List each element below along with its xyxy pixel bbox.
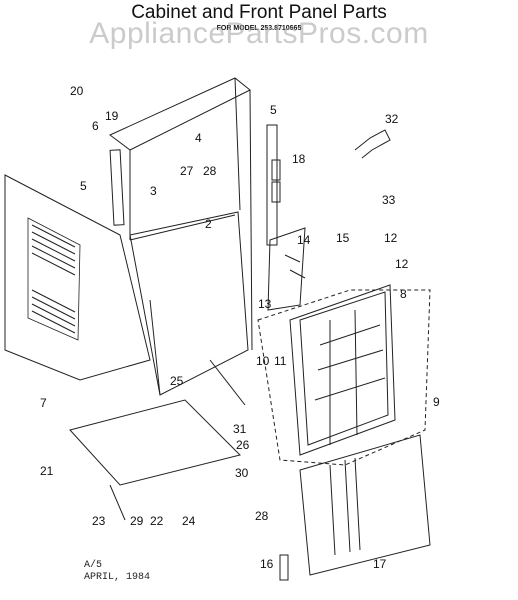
- cabinet-side-panel: [4, 174, 151, 381]
- callout-13: 13: [258, 297, 272, 311]
- callout-17: 17: [373, 557, 387, 571]
- callout-21: 21: [40, 464, 54, 478]
- front-panel-frame: [257, 284, 431, 466]
- side-rail: [109, 124, 281, 246]
- callout-14: 14: [297, 233, 311, 247]
- callout-24: 24: [182, 514, 196, 528]
- callout-11: 11: [274, 354, 287, 368]
- base-pan: [69, 359, 246, 521]
- callout-20: 20: [70, 84, 84, 98]
- callout-31: 31: [233, 422, 247, 436]
- callout-25: 25: [170, 374, 184, 388]
- callout-5-left: 5: [80, 179, 87, 193]
- callout-22: 22: [150, 514, 164, 528]
- callout-28-top: 28: [203, 164, 217, 178]
- callout-26: 26: [236, 438, 250, 452]
- callout-23: 23: [92, 514, 106, 528]
- callout-16: 16: [260, 557, 274, 571]
- grille-panel: [299, 434, 431, 576]
- callout-3: 3: [150, 184, 157, 198]
- callout-30: 30: [235, 466, 249, 480]
- footer-date: APRIL, 1984: [84, 572, 151, 583]
- callout-4: 4: [195, 131, 202, 145]
- callout-7: 7: [40, 396, 47, 410]
- callout-8: 8: [400, 287, 407, 301]
- callout-32: 32: [385, 112, 399, 126]
- callout-12-bottom: 12: [395, 257, 409, 271]
- callout-9: 9: [433, 395, 440, 409]
- bracket-32: [354, 129, 391, 159]
- callout-29: 29: [130, 514, 144, 528]
- part-16: [279, 554, 289, 581]
- louver-parts: [267, 227, 306, 311]
- callout-18: 18: [292, 152, 306, 166]
- callout-15: 15: [336, 231, 350, 245]
- callout-2: 2: [205, 217, 212, 231]
- footer-page: A/5: [84, 560, 103, 571]
- model-line: FOR MODEL 253.8710665: [216, 25, 302, 32]
- callout-10: 10: [256, 354, 270, 368]
- callout-33: 33: [382, 193, 396, 207]
- callout-12-top: 12: [384, 231, 398, 245]
- callout-27: 27: [180, 164, 194, 178]
- diagram-title: Cabinet and Front Panel Parts: [131, 2, 387, 23]
- watermark: AppliancePartsPros.com: [89, 17, 429, 50]
- callout-28-bottom: 28: [255, 509, 269, 523]
- callout-6: 6: [92, 119, 99, 133]
- callout-19: 19: [105, 109, 119, 123]
- cabinet-top-frame: [109, 77, 253, 396]
- callout-5-right: 5: [270, 103, 277, 117]
